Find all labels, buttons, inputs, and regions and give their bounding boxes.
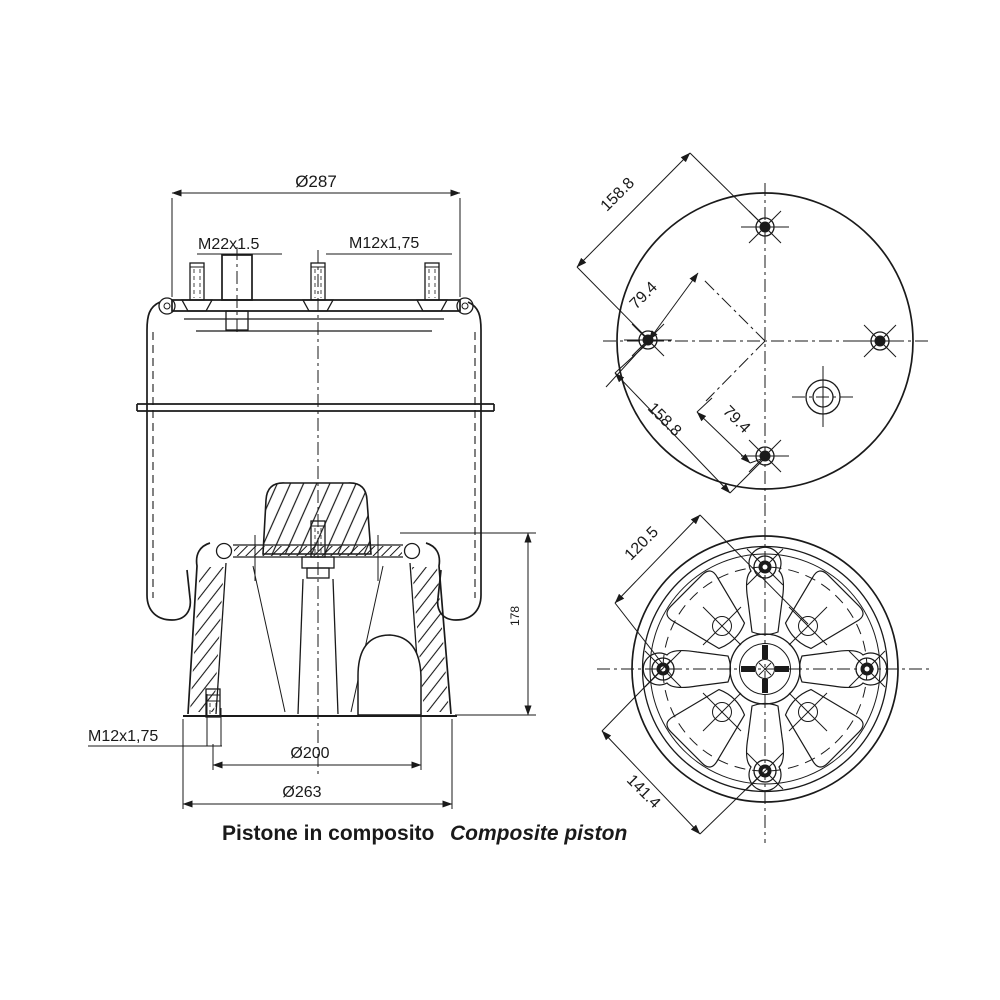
central-hub [729,633,801,705]
dimension-piston-height: 178 [400,532,536,716]
label-air-fitting: M22x1.5 [197,236,282,255]
dimension-bolt-circle: Ø200 [212,684,422,770]
dim-287-text: Ø287 [295,172,337,191]
dimension-piston-base: Ø263 [182,719,453,809]
top-view: 158.8 79.4 158.8 79.4 [576,152,931,501]
m12-bottom-label-text: M12x1,75 [88,728,158,745]
dimension-stud-spacing-upper: 158.8 [576,152,767,342]
dim-79-upper-text: 79.4 [627,279,661,313]
piston-bottom-stud [205,688,221,718]
dim-79-lower-text: 79.4 [719,403,753,437]
bolt-north [746,548,784,586]
side-section-view: Ø287 M22x1.5 M12x1,75 [88,172,536,809]
dim-120-text: 120.5 [622,524,662,564]
caption-english: Composite piston [450,822,627,845]
label-top-studs: M12x1,75 [326,235,452,255]
stud-left [180,262,214,312]
stud-right [415,262,449,312]
top-plate [158,297,474,315]
bumper [262,482,372,555]
stud-hole-bottom [741,439,789,473]
piston-cutout [357,634,422,716]
stud-hole-left [624,323,672,357]
caption-italian: Pistone in composito [222,822,434,845]
label-bottom-stud: M12x1,75 [88,694,222,747]
bolt-east [848,650,886,688]
vent-holes [702,606,828,732]
dimension-top-plate-diameter: Ø287 [171,172,461,297]
m12-top-label-text: M12x1,75 [349,235,419,252]
piston-bottom-view: 120.5 141.4 [597,503,933,843]
m22-label-text: M22x1.5 [198,236,259,253]
dim-263-text: Ø263 [282,784,321,801]
dim-178-text: 178 [508,606,522,626]
dim-141-text: 141.4 [623,772,663,812]
dimension-stud-half-spacing-lower: 79.4 [696,397,765,464]
piston-body [183,542,457,717]
air-fitting [221,247,253,336]
girdle-hoop [136,403,495,412]
air-port [792,366,854,428]
dim-158-upper-text: 158.8 [598,175,638,215]
stud-hole-right [856,324,904,358]
dim-200-text: Ø200 [290,745,329,762]
